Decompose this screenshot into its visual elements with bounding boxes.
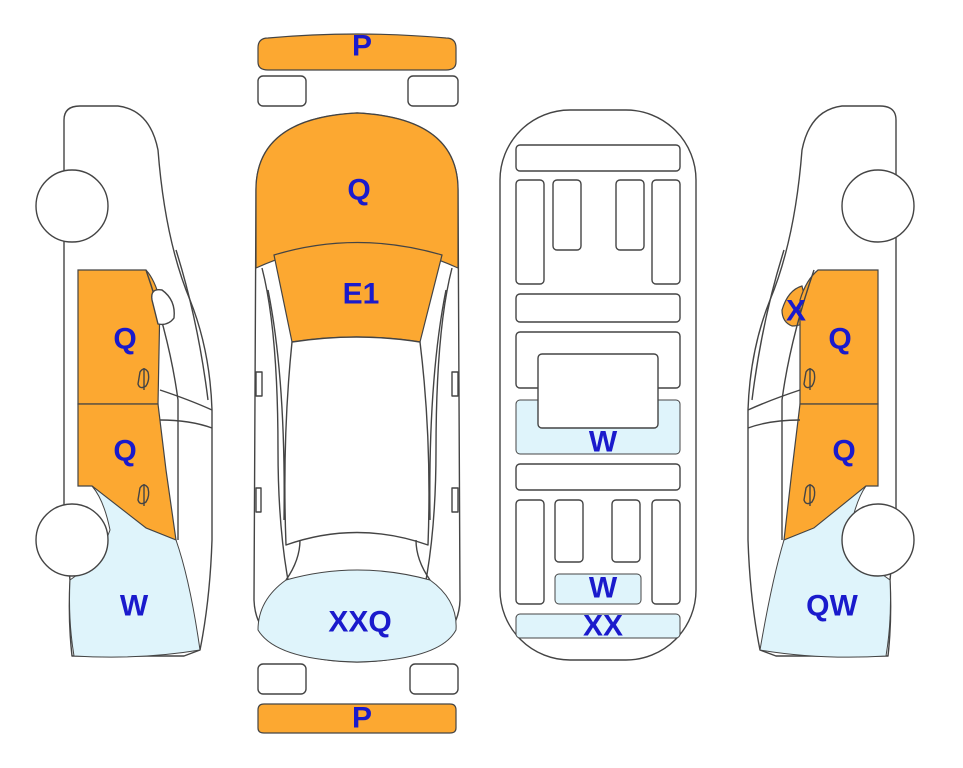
left-mirror-side (151, 289, 175, 326)
rear-left-light (257, 663, 307, 695)
left-side-view: Q Q W (35, 105, 213, 658)
floor-rear-panel[interactable] (554, 573, 642, 605)
underside-view: W W XX (499, 109, 697, 661)
floor-tail-panel[interactable] (515, 613, 681, 639)
rear-right-light (409, 663, 459, 695)
right-rear-door-label: Q (832, 435, 855, 468)
left-rear-door-label: Q (113, 435, 136, 468)
rear-window-label: XXQ (328, 606, 391, 639)
right-rear-quarter-label: QW (806, 590, 858, 623)
front-bumper-panel[interactable] (257, 33, 457, 71)
right-side-mark (451, 487, 459, 513)
left-rear-quarter-label: W (120, 590, 149, 623)
rear-window-panel[interactable] (257, 569, 457, 663)
right-rear-wheel (841, 503, 915, 577)
left-rear-quarter-panel[interactable] (69, 485, 201, 658)
right-front-small-label: X (786, 295, 806, 328)
left-front-door-label: Q (113, 323, 136, 356)
top-view: P Q E1 XXQ P (253, 30, 461, 735)
floor-middle-label: W (589, 426, 618, 459)
left-side-mark (255, 487, 262, 513)
roof-panel (284, 336, 430, 546)
floor-rear-label: W (589, 572, 618, 605)
right-front-door-label: Q (828, 323, 851, 356)
left-rear-wheel (35, 503, 109, 577)
hood-label: Q (347, 174, 370, 207)
right-side-view: X Q Q QW (747, 105, 915, 658)
rear-bumper-panel[interactable] (257, 703, 457, 734)
floor-tail-label: XX (583, 610, 623, 643)
left-mirror (255, 371, 263, 397)
rear-bumper-label: P (352, 702, 372, 735)
front-bumper-label: P (352, 30, 372, 63)
right-mirror (451, 371, 459, 397)
left-front-wheel (35, 169, 109, 243)
front-left-light (257, 75, 307, 107)
windshield-label: E1 (343, 278, 380, 311)
front-right-light (407, 75, 459, 107)
right-front-wheel (841, 169, 915, 243)
